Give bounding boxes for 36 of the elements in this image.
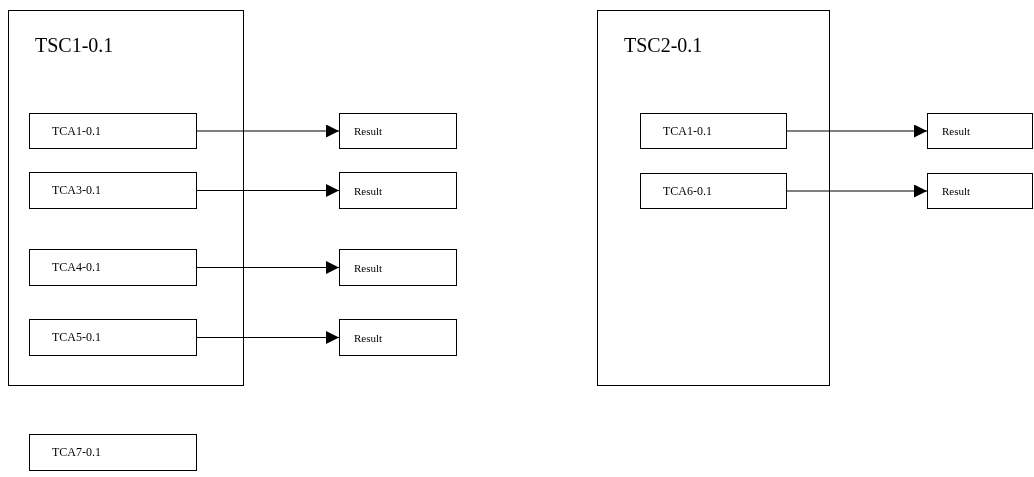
- arrow: [196, 184, 340, 197]
- process-box: [927, 173, 1033, 209]
- box-label: Result: [942, 185, 971, 197]
- process-box: [339, 319, 457, 356]
- process-box: [29, 319, 197, 356]
- process-box: [927, 113, 1033, 149]
- box-label: Result: [354, 184, 383, 197]
- arrow: [196, 261, 340, 274]
- box-label: TCA5-0.1: [52, 330, 101, 345]
- box-label: Result: [354, 125, 383, 137]
- box-label: Result: [354, 261, 383, 274]
- process-box: [640, 113, 787, 149]
- arrow: [196, 124, 340, 138]
- arrow: [786, 184, 928, 198]
- process-box: [29, 113, 197, 149]
- box-label: TCA4-0.1: [52, 260, 101, 275]
- process-box: [339, 172, 457, 209]
- arrow: [786, 124, 928, 138]
- process-box: [29, 434, 197, 471]
- process-box: [339, 113, 457, 149]
- box-label: TCA6-0.1: [663, 183, 712, 199]
- box-label: Result: [942, 125, 971, 137]
- container-box: [8, 10, 244, 386]
- process-box: [339, 249, 457, 286]
- box-label: Result: [354, 331, 383, 344]
- arrow: [196, 331, 340, 344]
- box-label: TCA1-0.1: [52, 123, 101, 139]
- container-title: TSC2-0.1: [624, 33, 703, 57]
- box-label: TCA1-0.1: [663, 123, 712, 139]
- process-box: [640, 173, 787, 209]
- container-box: [597, 10, 830, 386]
- container-title: TSC1-0.1: [35, 33, 114, 57]
- box-label: TCA3-0.1: [52, 183, 101, 198]
- process-box: [29, 249, 197, 286]
- box-label: TCA7-0.1: [52, 445, 101, 460]
- process-box: [29, 172, 197, 209]
